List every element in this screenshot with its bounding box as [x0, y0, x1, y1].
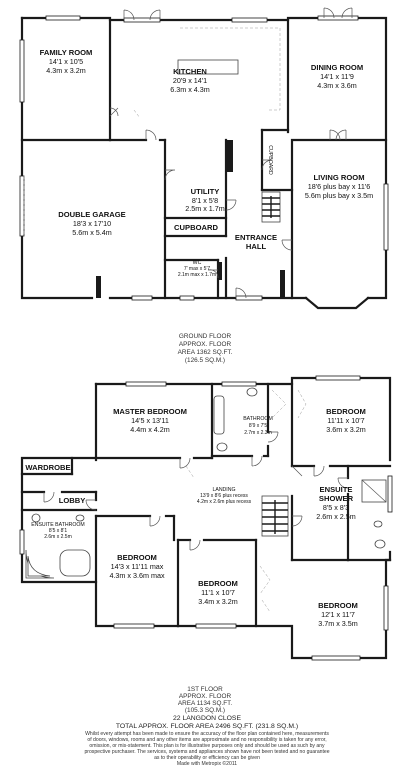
first-floor-plan: MASTER BEDROOM 14'5 x 13'11 4.4m x 4.2m … [19, 375, 393, 714]
disclaimer-line-5: as to their operability or efficiency ca… [154, 755, 260, 761]
landing-dim-metric: 4.2m x 2.6m plus recess [197, 499, 252, 505]
wc-name: WC [193, 260, 202, 266]
bedroom-se-dim-metric: 3.7m x 3.5m [318, 619, 358, 628]
utility-name: UTILITY [191, 187, 220, 196]
lobby-name: LOBBY [59, 496, 86, 505]
entrance-hall-name-2: HALL [246, 242, 267, 251]
entrance-hall-name-1: ENTRANCE [235, 233, 277, 242]
ensuite-toilet [31, 513, 41, 523]
family-room-dim-metric: 4.3m x 3.2m [46, 66, 86, 75]
bedroom-se-name: BEDROOM [318, 601, 358, 610]
double-garage-name: DOUBLE GARAGE [58, 210, 126, 219]
dining-room-name: DINING ROOM [311, 63, 363, 72]
ensuite-bathroom-dim-metric: 2.6m x 2.5m [44, 534, 72, 540]
family-room-dim-imperial: 14'1 x 10'5 [49, 57, 83, 66]
family-room-name: FAMILY ROOM [40, 48, 93, 57]
master-bedroom-name: MASTER BEDROOM [113, 407, 187, 416]
bedroom-w-dim-metric: 4.3m x 3.6m max [109, 571, 165, 580]
total-area: TOTAL APPROX. FLOOR AREA 2496 SQ.FT. (23… [116, 723, 298, 730]
dining-room-dim-imperial: 14'1 x 11'9 [320, 72, 354, 81]
kitchen-dim-metric: 6.3m x 4.3m [170, 85, 210, 94]
wardrobe-name: WARDROBE [25, 463, 70, 472]
living-room-name: LIVING ROOM [313, 173, 364, 182]
basin [216, 442, 228, 452]
shower-toilet [374, 539, 386, 549]
utility-dim-metric: 2.5m x 1.7m [185, 204, 225, 213]
bedroom-mid-name: BEDROOM [198, 579, 238, 588]
kitchen-dim-imperial: 20'9 x 14'1 [173, 76, 207, 85]
double-garage-dim-metric: 5.6m x 5.4m [72, 228, 112, 237]
ensuite-bath [59, 549, 91, 577]
ensuite-shower-name-1: ENSUITE [320, 485, 353, 494]
ensuite-bathroom-name: ENSUITE BATHROOM [31, 522, 85, 528]
dining-room-dim-metric: 4.3m x 3.6m [317, 81, 357, 90]
disclaimer-line-1: Whilst every attempt has been made to en… [85, 731, 329, 737]
bath-tub [213, 395, 225, 435]
disclaimer-line-4: prospective purchaser. The services, sys… [84, 749, 329, 755]
wc-dim-imperial: 7' max x 5'7 [184, 266, 211, 272]
kitchen-name: KITCHEN [173, 67, 207, 76]
ensuite-basin [75, 514, 85, 522]
disclaimer-line-3: omission, or mis-statement. This plan is… [89, 743, 325, 749]
bedroom-ne-dim-metric: 3.6m x 3.2m [326, 425, 366, 434]
ground-floor-caption-1: GROUND FLOOR [179, 333, 232, 340]
landing-dim-imperial: 13'9 x 8'6 plus recess [200, 493, 248, 499]
first-floor-staircase [261, 495, 289, 537]
bedroom-ne-dim-imperial: 11'11 x 10'7 [327, 416, 364, 425]
ensuite-shower-name-2: SHOWER [319, 494, 354, 503]
ground-floor-caption-3: AREA 1362 SQ.FT. [178, 349, 233, 356]
ensuite-shower-dim-metric: 2.6m x 2.5m [316, 512, 356, 521]
bedroom-ne-name: BEDROOM [326, 407, 366, 416]
first-floor-caption-2: APPROX. FLOOR [179, 693, 232, 700]
address: 22 LANGDON CLOSE [173, 715, 241, 722]
bay-window [304, 296, 370, 310]
landing-name: LANDING [212, 487, 235, 493]
cupboard-rotated-label: CUPBOARD [267, 145, 273, 175]
bedroom-w-dim-imperial: 14'3 x 11'11 max [111, 562, 164, 571]
wc-dim-metric: 2.1m max x 1.7m [178, 272, 216, 278]
first-floor-caption-1: 1ST FLOOR [187, 686, 223, 693]
first-floor-caption-3: AREA 1134 SQ.FT. [178, 700, 232, 707]
bedroom-mid-dim-imperial: 11'1 x 10'7 [201, 588, 235, 597]
master-bedroom-dim-imperial: 14'5 x 13'11 [131, 416, 169, 425]
bathroom-dim-imperial: 8'9 x 7'5 [249, 423, 268, 429]
ground-staircase [261, 191, 281, 223]
ground-floor-caption-2: APPROX. FLOOR [179, 341, 232, 348]
master-bedroom-dim-metric: 4.4m x 4.2m [130, 425, 170, 434]
credit: Made with Metropix ©2011 [177, 760, 237, 767]
ground-floor-plan: CUPBOARD FAMILY ROOM 14'1 x 10'5 4.3m x … [19, 7, 389, 364]
ensuite-bathroom-dim-imperial: 8'5 x 8'1 [49, 528, 68, 534]
cupboard-name: CUPBOARD [174, 223, 218, 232]
bathroom-dim-metric: 2.7m x 2.3m [244, 430, 272, 436]
living-room-dim-imperial: 18'6 plus bay x 11'6 [308, 182, 371, 191]
bedroom-se-dim-imperial: 12'1 x 11'7 [321, 610, 355, 619]
toilet [246, 387, 258, 397]
living-room-dim-metric: 5.6m plus bay x 3.5m [305, 191, 373, 200]
utility-dim-imperial: 8'1 x 5'8 [192, 196, 218, 205]
bedroom-w-name: BEDROOM [117, 553, 157, 562]
first-floor-caption-4: (105.3 SQ.M.) [185, 707, 225, 714]
ensuite-shower-dim-imperial: 8'5 x 8'3 [323, 503, 349, 512]
double-garage-dim-imperial: 18'3 x 17'10 [73, 219, 111, 228]
shower-basin [373, 520, 383, 528]
disclaimer-line-2: of doors, windows, rooms and any other i… [87, 737, 326, 743]
footer: 22 LANGDON CLOSE TOTAL APPROX. FLOOR ARE… [84, 715, 329, 767]
ground-floor-caption-4: (126.5 SQ.M.) [185, 357, 225, 364]
bedroom-mid-dim-metric: 3.4m x 3.2m [198, 597, 238, 606]
bathroom-name: BATHROOM [243, 416, 273, 422]
